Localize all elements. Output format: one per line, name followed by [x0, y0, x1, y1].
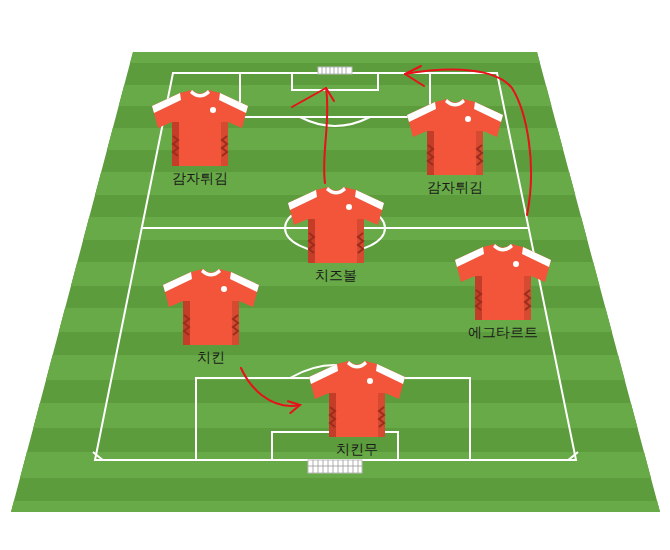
grass	[0, 52, 670, 512]
jersey-icon	[453, 242, 553, 322]
jersey-icon	[161, 267, 261, 347]
player-name: 감자튀김	[172, 169, 228, 187]
player-jersey: 감자튀김	[145, 88, 255, 187]
player-jersey: 에그타르트	[448, 242, 558, 341]
player-jersey: 치킨무	[302, 359, 412, 458]
player-name: 에그타르트	[468, 323, 538, 341]
player-name: 치킨무	[336, 440, 378, 458]
jersey-icon	[307, 359, 407, 439]
player-jersey: 치킨	[156, 267, 266, 366]
player-jersey: 감자튀김	[400, 97, 510, 196]
jersey-icon	[150, 88, 250, 168]
pitch-lines	[93, 73, 578, 460]
player-name: 치킨	[197, 348, 225, 366]
jersey-icon	[286, 185, 386, 265]
player-jersey: 치즈볼	[281, 185, 391, 284]
player-name: 감자튀김	[427, 178, 483, 196]
jersey-icon	[405, 97, 505, 177]
pass-arrow	[241, 368, 300, 406]
player-name: 치즈볼	[315, 266, 357, 284]
